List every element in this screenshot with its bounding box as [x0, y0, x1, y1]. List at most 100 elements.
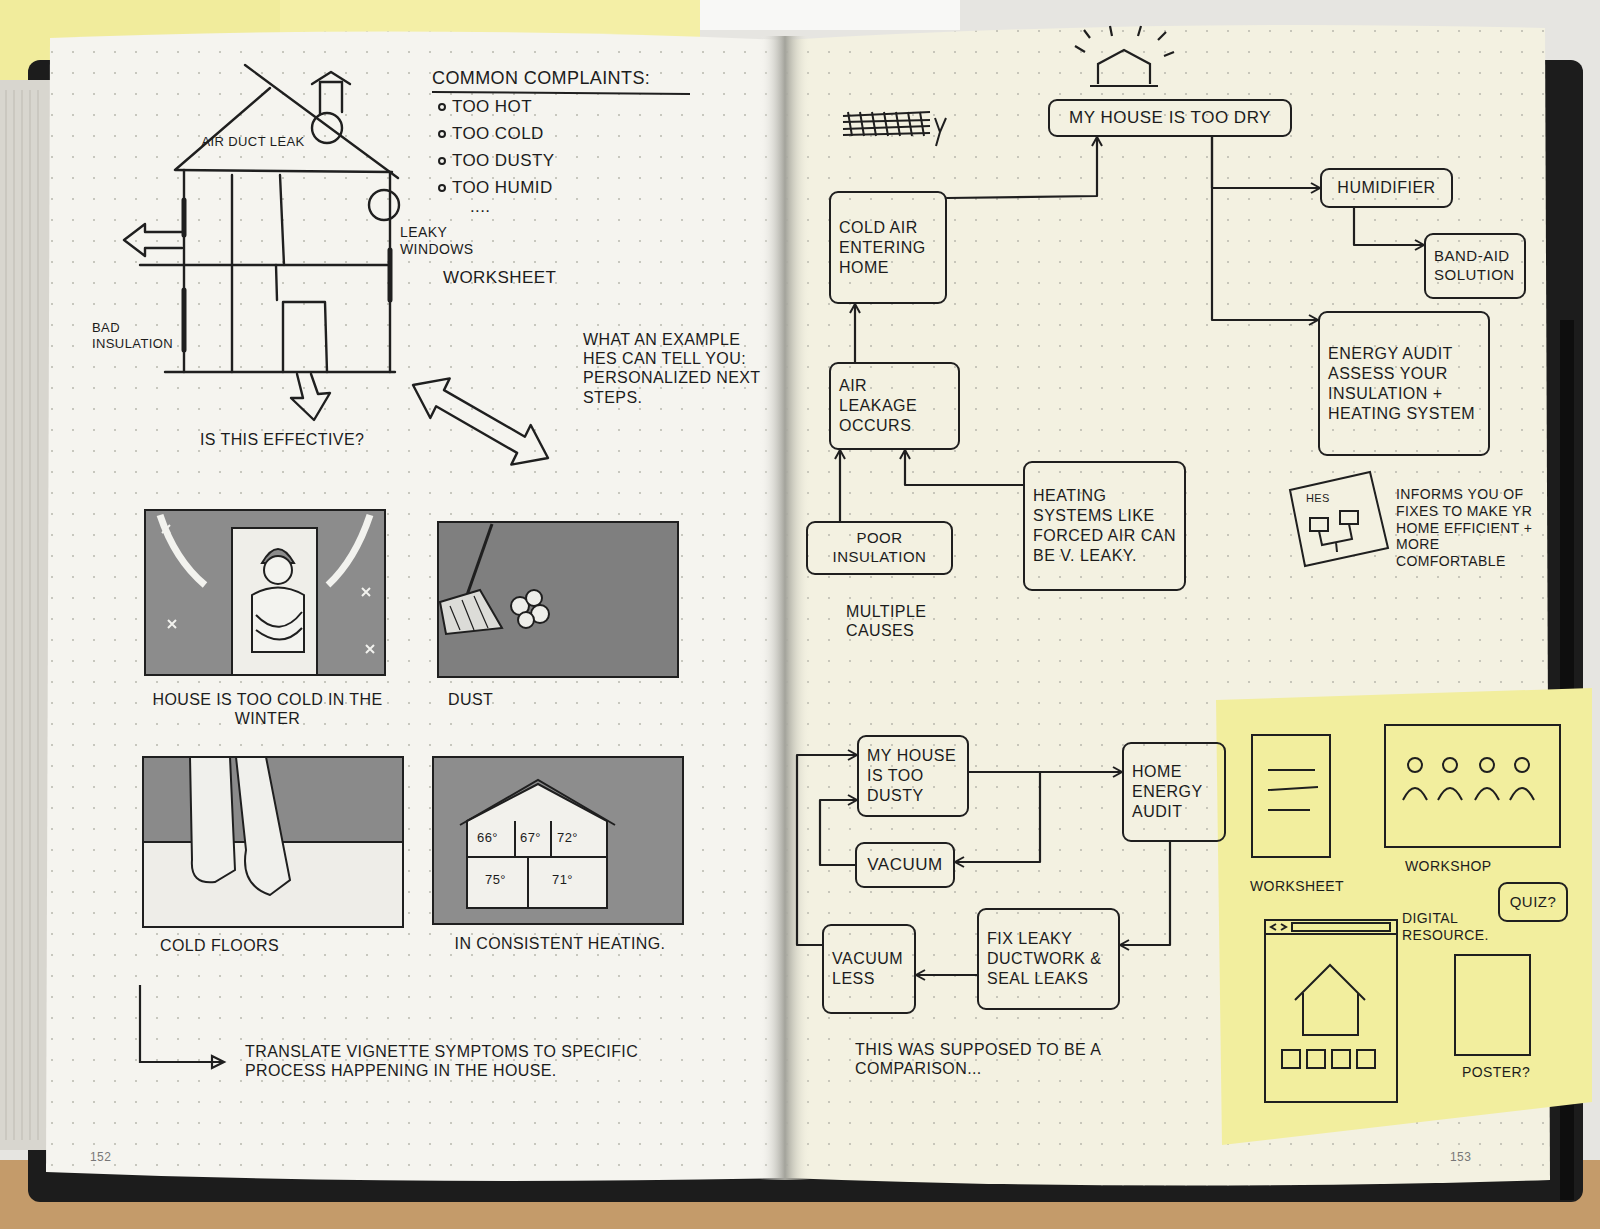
- process-box: POOR INSULATION: [806, 521, 953, 575]
- note-text: BAD INSULATION: [92, 320, 182, 351]
- bracket-arrow-part: [212, 1056, 224, 1068]
- notebook-pages-part: [46, 31, 785, 1180]
- vignette-cold-floors: [143, 757, 403, 927]
- box-text: HUMIDIFIER: [1330, 178, 1443, 198]
- report-icon-part: [1310, 518, 1328, 531]
- house-icon-part: [1090, 50, 1158, 86]
- flow-arrow: [854, 304, 856, 362]
- vignette-dust: [438, 522, 678, 677]
- note-text: WORKSHEET: [1250, 878, 1344, 895]
- process-box: FIX LEAKY DUCTWORK & SEAL LEAKS: [977, 908, 1120, 1010]
- box-text: MY HOUSE IS TOO DUSTY: [867, 746, 959, 806]
- note-text: WORKSHOP: [1405, 858, 1491, 875]
- box-text: COLD AIR ENTERING HOME: [839, 218, 937, 278]
- process-box: VACUUM: [855, 842, 955, 888]
- desk-background-part: [700, 0, 960, 30]
- flow-arrow: [820, 800, 857, 865]
- vignette-cold-part: [256, 612, 302, 640]
- note-text: DUST: [448, 690, 493, 709]
- note-text: THIS WAS SUPPOSED TO BE A COMPARISON...: [855, 1040, 1115, 1078]
- list-bullets-part: [439, 131, 445, 137]
- vignette-cold-part: [232, 528, 317, 675]
- flow-arrow: [905, 450, 1023, 485]
- house-sketch-part: [232, 175, 284, 372]
- sticky-note-part: [1265, 933, 1397, 935]
- crossed-out-word-part: [843, 112, 930, 135]
- note-text: 72°: [557, 830, 578, 846]
- flow-arrow: [1354, 208, 1424, 245]
- process-box: HEATING SYSTEMS LIKE FORCED AIR CAN BE V…: [1023, 461, 1186, 591]
- vignette-cold-part: [162, 525, 374, 653]
- note-text: WHAT AN EXAMPLE HES CAN TELL YOU: PERSON…: [583, 330, 773, 407]
- sticky-note-part: [1385, 725, 1560, 847]
- vignette-cold-part: [145, 510, 385, 675]
- sticky-note-part: [1455, 955, 1530, 1055]
- vignette-dust-part: [466, 524, 492, 598]
- sticky-note-part: [1307, 1050, 1325, 1068]
- list-bullets-part: [439, 104, 445, 110]
- note-text: 71°: [552, 872, 573, 888]
- house-sketch-part: [312, 113, 342, 143]
- house-sketch-part: [184, 170, 390, 372]
- note-text: 152: [90, 1150, 111, 1164]
- notebook-pages-part: [46, 31, 785, 1180]
- house-sketch-part: [245, 65, 398, 178]
- crossed-out-word-part: [935, 118, 946, 146]
- vignette-heating-part: [467, 784, 607, 908]
- box-text: QUIZ?: [1508, 893, 1558, 912]
- note-text: INFORMS YOU OF FIXES TO MAKE YR HOME EFF…: [1396, 486, 1536, 570]
- process-box: AIR LEAKAGE OCCURS: [829, 362, 960, 450]
- list-bullets-part: [439, 158, 445, 164]
- vignette-dust-part: [526, 590, 542, 606]
- box-text: MY HOUSE IS TOO DRY: [1058, 107, 1282, 128]
- process-box: HOME ENERGY AUDIT: [1122, 742, 1226, 842]
- crossed-out-word-part: [848, 112, 924, 136]
- sticky-note-part: [1403, 788, 1534, 800]
- vignette-cold-part: [264, 556, 292, 584]
- note-text: WORKSHEET: [443, 268, 556, 288]
- vignette-heating-part: [460, 780, 615, 825]
- vignette-dust-part: [440, 590, 502, 634]
- sticky-note: [1216, 688, 1592, 1145]
- sticky-note-part: [1265, 920, 1397, 1102]
- box-text: FIX LEAKY DUCTWORK & SEAL LEAKS: [987, 929, 1110, 989]
- vignette-heating-part: [433, 757, 683, 924]
- process-box: ENERGY AUDIT ASSESS YOUR INSULATION + HE…: [1318, 311, 1490, 456]
- list-bullets-part: [432, 92, 690, 94]
- sticky-note-part: [1271, 924, 1286, 930]
- flow-arrow: [947, 137, 1097, 198]
- box-text: HOME ENERGY AUDIT: [1132, 762, 1216, 822]
- note-text: 67°: [520, 830, 541, 846]
- box-text: POOR INSULATION: [816, 529, 943, 567]
- note-text: IS THIS EFFECTIVE?: [200, 430, 364, 449]
- box-text: ENERGY AUDIT ASSESS YOUR INSULATION + HE…: [1328, 344, 1480, 424]
- house-sketch-part: [413, 378, 548, 464]
- notebook-pages-part: [760, 36, 810, 1180]
- flow-arrow: [1212, 137, 1318, 320]
- sticky-note-part: [1282, 1050, 1300, 1068]
- vignette-cold-floors-part: [236, 757, 290, 895]
- note-text: TOO HOT: [452, 97, 532, 117]
- box-text: VACUUM: [865, 854, 945, 875]
- house-sketch-part: [176, 170, 392, 172]
- bracket-arrow: [140, 985, 224, 1068]
- notebook-cover-part: [6, 90, 38, 1140]
- vignette-dust-part: [450, 596, 488, 630]
- report-icon-part: [1340, 511, 1358, 524]
- vignette-heating: [433, 757, 683, 924]
- vignette-cold-part: [160, 515, 370, 585]
- sticky-note-part: [1252, 735, 1330, 857]
- note-text: AIR DUCT LEAK: [198, 134, 308, 150]
- box-text: BAND-AID SOLUTION: [1434, 247, 1516, 285]
- house-sketch-part: [291, 374, 330, 420]
- house-sketch-part: [140, 264, 390, 266]
- option-box: QUIZ?: [1498, 882, 1568, 922]
- process-box: BAND-AID SOLUTION: [1424, 233, 1526, 299]
- house-sketch-part: [369, 190, 399, 220]
- process-box: MY HOUSE IS TOO DUSTY: [857, 735, 969, 817]
- vignette-cold-part: [252, 588, 304, 653]
- sticky-note-part: [1268, 770, 1318, 810]
- note-text: IN CONSISTENT HEATING.: [445, 934, 675, 953]
